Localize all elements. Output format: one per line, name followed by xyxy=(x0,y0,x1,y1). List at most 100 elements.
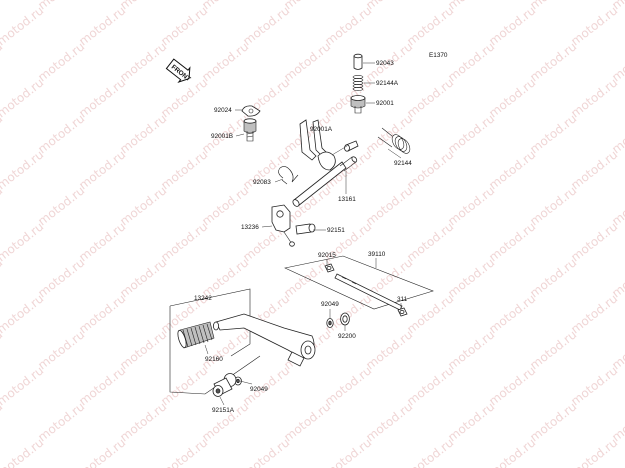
callout-92049-lower: 92049 xyxy=(250,386,268,393)
callout-92200: 92200 xyxy=(338,333,356,340)
shift-shaft-13161 xyxy=(292,119,358,207)
watermark-text: motod.ru xyxy=(568,219,620,264)
bolt-92001 xyxy=(350,95,366,114)
watermark-text: motod.ru xyxy=(404,219,456,264)
leader-lines xyxy=(204,62,402,406)
callout-92151A: 92151A xyxy=(212,407,235,414)
watermark-text: motod.ru xyxy=(158,75,210,120)
watermark-text: motod.ru xyxy=(527,183,579,228)
watermark-text: motod.ru xyxy=(0,147,46,192)
watermark-text: motod.ru xyxy=(117,327,169,372)
callout-92001: 92001 xyxy=(376,100,394,107)
watermark-text: motod.ru xyxy=(527,111,579,156)
rod-box-39110 xyxy=(284,255,434,310)
watermark-text: motod.ru xyxy=(445,39,497,84)
watermark-text: motod.ru xyxy=(404,435,456,468)
watermark-text: motod.ru xyxy=(35,183,87,228)
watermark-text: motod.ru xyxy=(76,3,128,48)
watermark-text: motod.ru xyxy=(486,363,538,408)
callout-311: 311 xyxy=(397,296,408,303)
callout-labels: 92043 92144A 92001 92024 92001B 92001A 9… xyxy=(194,60,412,414)
watermark-text: motod.ru xyxy=(35,399,87,444)
watermark-text: motod.ru xyxy=(117,183,169,228)
watermark-text: motod.ru xyxy=(76,291,128,336)
washer-92049-upper xyxy=(326,318,334,328)
bolt-92151 xyxy=(295,223,316,235)
watermark-text: motod.ru xyxy=(363,327,415,372)
watermark-text: motod.ru xyxy=(35,111,87,156)
watermark-text: motod.ru xyxy=(568,291,620,336)
watermark-text: motod.ru xyxy=(158,3,210,48)
spring-92144A xyxy=(352,75,364,91)
diagram-code: E1370 xyxy=(429,52,448,59)
watermark-text: motod.ru xyxy=(158,435,210,468)
shift-pedal-lever xyxy=(212,313,316,367)
watermark-text: motod.ru xyxy=(117,255,169,300)
callout-92001A: 92001A xyxy=(310,126,333,133)
watermark-text: motod.ru xyxy=(486,3,538,48)
seal-92200 xyxy=(340,312,350,326)
watermark-text: motod.ru xyxy=(0,3,46,48)
watermark-text: motod.ru xyxy=(486,75,538,120)
callout-92001B: 92001B xyxy=(211,133,233,140)
watermark-text: motod.ru xyxy=(322,363,374,408)
watermark-text: motod.ru xyxy=(0,219,46,264)
watermark-text: motod.ru xyxy=(0,0,5,12)
watermark-text: motod.ru xyxy=(0,75,46,120)
callout-13242: 13242 xyxy=(194,295,212,302)
watermark-text: motod.ru xyxy=(404,291,456,336)
watermark-text: motod.ru xyxy=(568,435,620,468)
watermark-text: motod.ru xyxy=(35,255,87,300)
watermark-text: motod.ru xyxy=(363,399,415,444)
watermark-text: motod.ru xyxy=(322,3,374,48)
watermark-text: motod.ru xyxy=(322,75,374,120)
plate-92024 xyxy=(241,105,261,117)
watermark-text: motod.ru xyxy=(445,327,497,372)
watermark-text: motod.ru xyxy=(404,147,456,192)
watermark-text: motod.ru xyxy=(199,255,251,300)
callout-92144A: 92144A xyxy=(376,80,399,87)
watermark-text: motod.ru xyxy=(404,363,456,408)
watermark-text: motod.ru xyxy=(76,435,128,468)
watermark-text: motod.ru xyxy=(527,399,579,444)
callout-92024: 92024 xyxy=(214,107,232,114)
callout-92049-upper: 92049 xyxy=(321,301,339,308)
front-direction-icon: FRONT xyxy=(165,58,192,83)
callout-13161: 13161 xyxy=(338,196,356,203)
watermark-text: motod.ru xyxy=(568,363,620,408)
watermark-text: motod.ru xyxy=(0,291,46,336)
bolt-92001B xyxy=(243,118,257,142)
watermark-text: motod.ru xyxy=(76,75,128,120)
watermark-text: motod.ru xyxy=(363,183,415,228)
bolt-92151A xyxy=(212,373,237,397)
watermark-text: motod.ru xyxy=(240,3,292,48)
bracket-13236 xyxy=(271,204,295,247)
pedal-rubber-92160 xyxy=(177,321,215,349)
watermark-text: motod.ru xyxy=(486,147,538,192)
callout-92144: 92144 xyxy=(394,160,412,167)
watermark-text: motod.ru xyxy=(404,3,456,48)
cap-92043 xyxy=(353,53,363,70)
watermark-text: motod.ru xyxy=(76,147,128,192)
callout-39110: 39110 xyxy=(368,251,386,258)
callout-92151: 92151 xyxy=(327,227,345,234)
watermark-text: motod.ru xyxy=(568,3,620,48)
callout-92015: 92015 xyxy=(318,252,336,259)
watermark-text: motod.ru xyxy=(445,399,497,444)
watermark-text: motod.ru xyxy=(35,327,87,372)
callout-92160: 92160 xyxy=(205,356,223,363)
watermark-text: motod.ru xyxy=(486,219,538,264)
watermark-text: motod.ru xyxy=(35,39,87,84)
watermark-text: motod.ru xyxy=(404,75,456,120)
callout-92083: 92083 xyxy=(253,179,271,186)
watermark-text: motod.ru xyxy=(281,39,333,84)
watermark-text: motod.ru xyxy=(486,435,538,468)
spring-92144 xyxy=(377,127,411,154)
watermark-text: motod.ru xyxy=(527,327,579,372)
watermark-text: motod.ru xyxy=(76,363,128,408)
watermark-text: motod.ru xyxy=(445,255,497,300)
watermark-text: motod.ru xyxy=(76,219,128,264)
watermark-text: motod.ru xyxy=(568,147,620,192)
